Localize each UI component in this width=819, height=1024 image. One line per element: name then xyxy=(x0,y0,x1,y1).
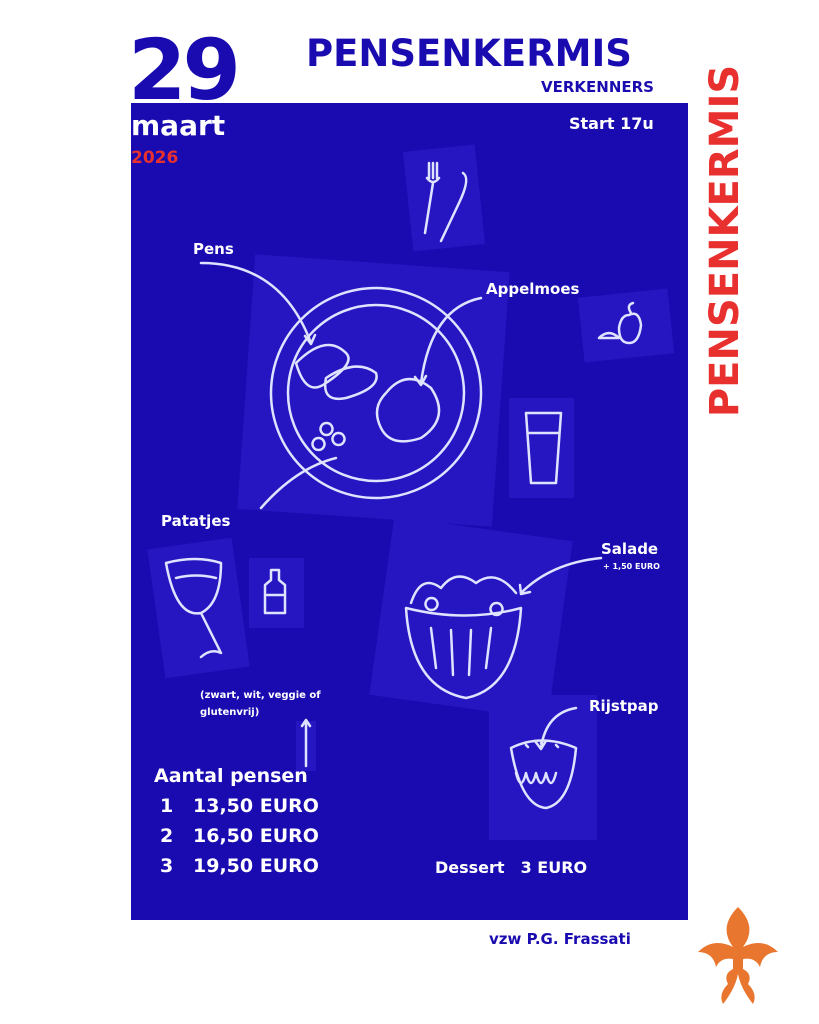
price-value: 16,50 EURO xyxy=(193,825,319,847)
rijstpap-arrow xyxy=(533,706,578,751)
cutlery-icon xyxy=(423,161,468,243)
salad-bowl-icon xyxy=(404,575,523,700)
price-value: 13,50 EURO xyxy=(193,795,319,817)
price-row: 1 13,50 EURO xyxy=(160,795,319,817)
label-patatjes: Patatjes xyxy=(161,512,231,530)
price-value: 19,50 EURO xyxy=(193,855,319,877)
label-salade-price: + 1,50 EURO xyxy=(603,562,660,571)
subtitle: VERKENNERS xyxy=(541,78,654,96)
plate-icon xyxy=(269,286,483,500)
glass-icon xyxy=(524,411,563,485)
note-arrow xyxy=(300,718,312,768)
poster-panel xyxy=(131,103,688,920)
year: 2026 xyxy=(131,148,179,168)
bottle-icon xyxy=(263,568,287,615)
note-line-1: (zwart, wit, veggie of xyxy=(200,690,321,701)
day-number: 29 xyxy=(128,21,241,119)
pens-arrow xyxy=(199,261,317,346)
label-rijstpap: Rijstpap xyxy=(589,697,659,715)
note-line-2: glutenvrij) xyxy=(200,707,260,718)
dessert-label: Dessert xyxy=(435,858,505,877)
glass-panel xyxy=(509,398,574,498)
price-qty: 3 xyxy=(160,855,174,877)
event-title: PENSENKERMIS xyxy=(306,32,632,75)
salade-arrow xyxy=(518,556,603,596)
price-row: 2 16,50 EURO xyxy=(160,825,319,847)
rijstpap-cup-icon xyxy=(509,739,578,810)
price-qty: 1 xyxy=(160,795,174,817)
appelmoes-arrow xyxy=(413,296,483,387)
rijstpap-panel xyxy=(489,695,597,840)
label-appelmoes: Appelmoes xyxy=(486,280,580,298)
apple-icon xyxy=(597,301,643,345)
side-title: PENSENKERMIS xyxy=(702,64,748,418)
price-row: 3 19,50 EURO xyxy=(160,855,319,877)
organisation: vzw P.G. Frassati xyxy=(489,930,631,948)
dessert-price: Dessert 3 EURO xyxy=(435,858,587,877)
patatjes-arrow xyxy=(259,456,338,510)
label-pens: Pens xyxy=(193,240,234,258)
dessert-value: 3 EURO xyxy=(520,858,588,877)
prices-heading: Aantal pensen xyxy=(154,765,308,787)
wineglass-icon xyxy=(164,557,223,659)
label-salade: Salade xyxy=(601,540,659,558)
price-qty: 2 xyxy=(160,825,174,847)
fleur-de-lis-logo-icon xyxy=(698,907,778,1004)
month: maart xyxy=(131,109,226,142)
start-time: Start 17u xyxy=(569,114,654,133)
